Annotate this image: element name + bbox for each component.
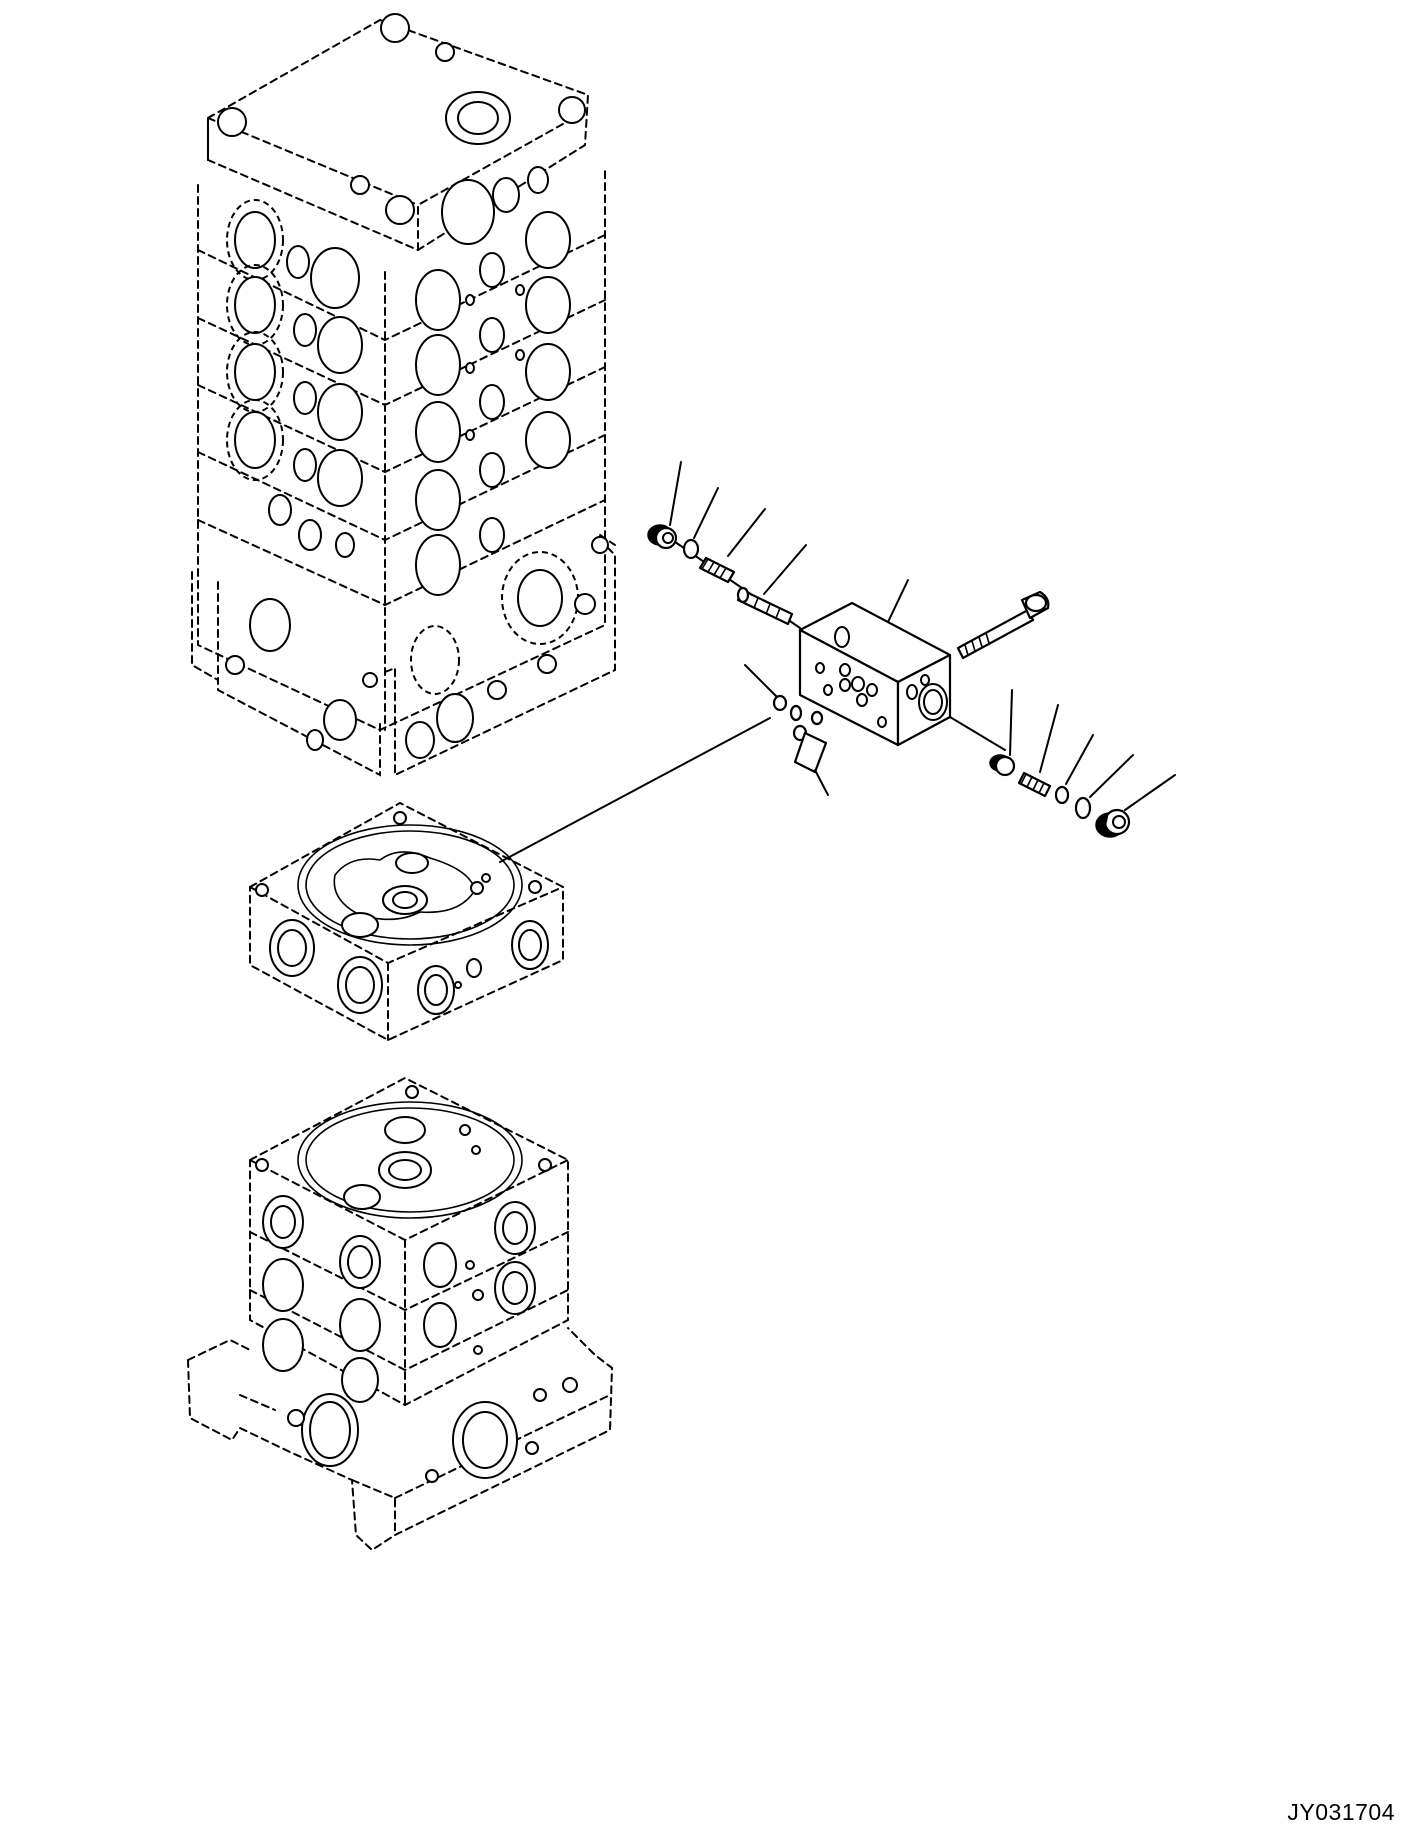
valve-section: [249, 801, 564, 1042]
callout-leader-valve-block: [887, 579, 909, 623]
callout-leader-o-ring-upper: [693, 487, 719, 539]
plug-small: [989, 754, 1016, 777]
callout-leader-spring-lower: [1039, 704, 1059, 773]
callout-leader-spool: [763, 544, 807, 595]
lower-valve-block: [187, 1076, 614, 1552]
callout-leader-pin-lower: [814, 769, 829, 796]
spring-lower: [1017, 771, 1052, 798]
callout-leader-plug-small: [1009, 689, 1013, 756]
callout-leader-plug-lower: [1124, 774, 1176, 811]
o-ring-upper: [682, 538, 700, 560]
spool: [736, 586, 794, 626]
spring-upper: [698, 556, 736, 584]
ring-lower: [1054, 785, 1070, 805]
callout-leader-ring-lower: [1065, 734, 1094, 785]
o-ring-lower: [1074, 796, 1092, 820]
drawing-reference-code: JY031704: [1287, 1799, 1395, 1825]
pins: [772, 694, 828, 774]
callout-leader-spring-upper: [727, 508, 766, 557]
plug-upper: [647, 524, 678, 550]
plug-lower: [1095, 808, 1131, 838]
valve-block: [798, 601, 952, 747]
bolt: [956, 590, 1050, 660]
axis-line-lower: [949, 716, 1006, 751]
callout-leader-o-ring-lower: [1089, 754, 1134, 798]
assembly-connector-line: [499, 717, 771, 863]
callout-leader-pins: [744, 664, 779, 699]
callout-leader-plug-upper: [669, 461, 682, 526]
control-valve-stack: [191, 13, 616, 777]
